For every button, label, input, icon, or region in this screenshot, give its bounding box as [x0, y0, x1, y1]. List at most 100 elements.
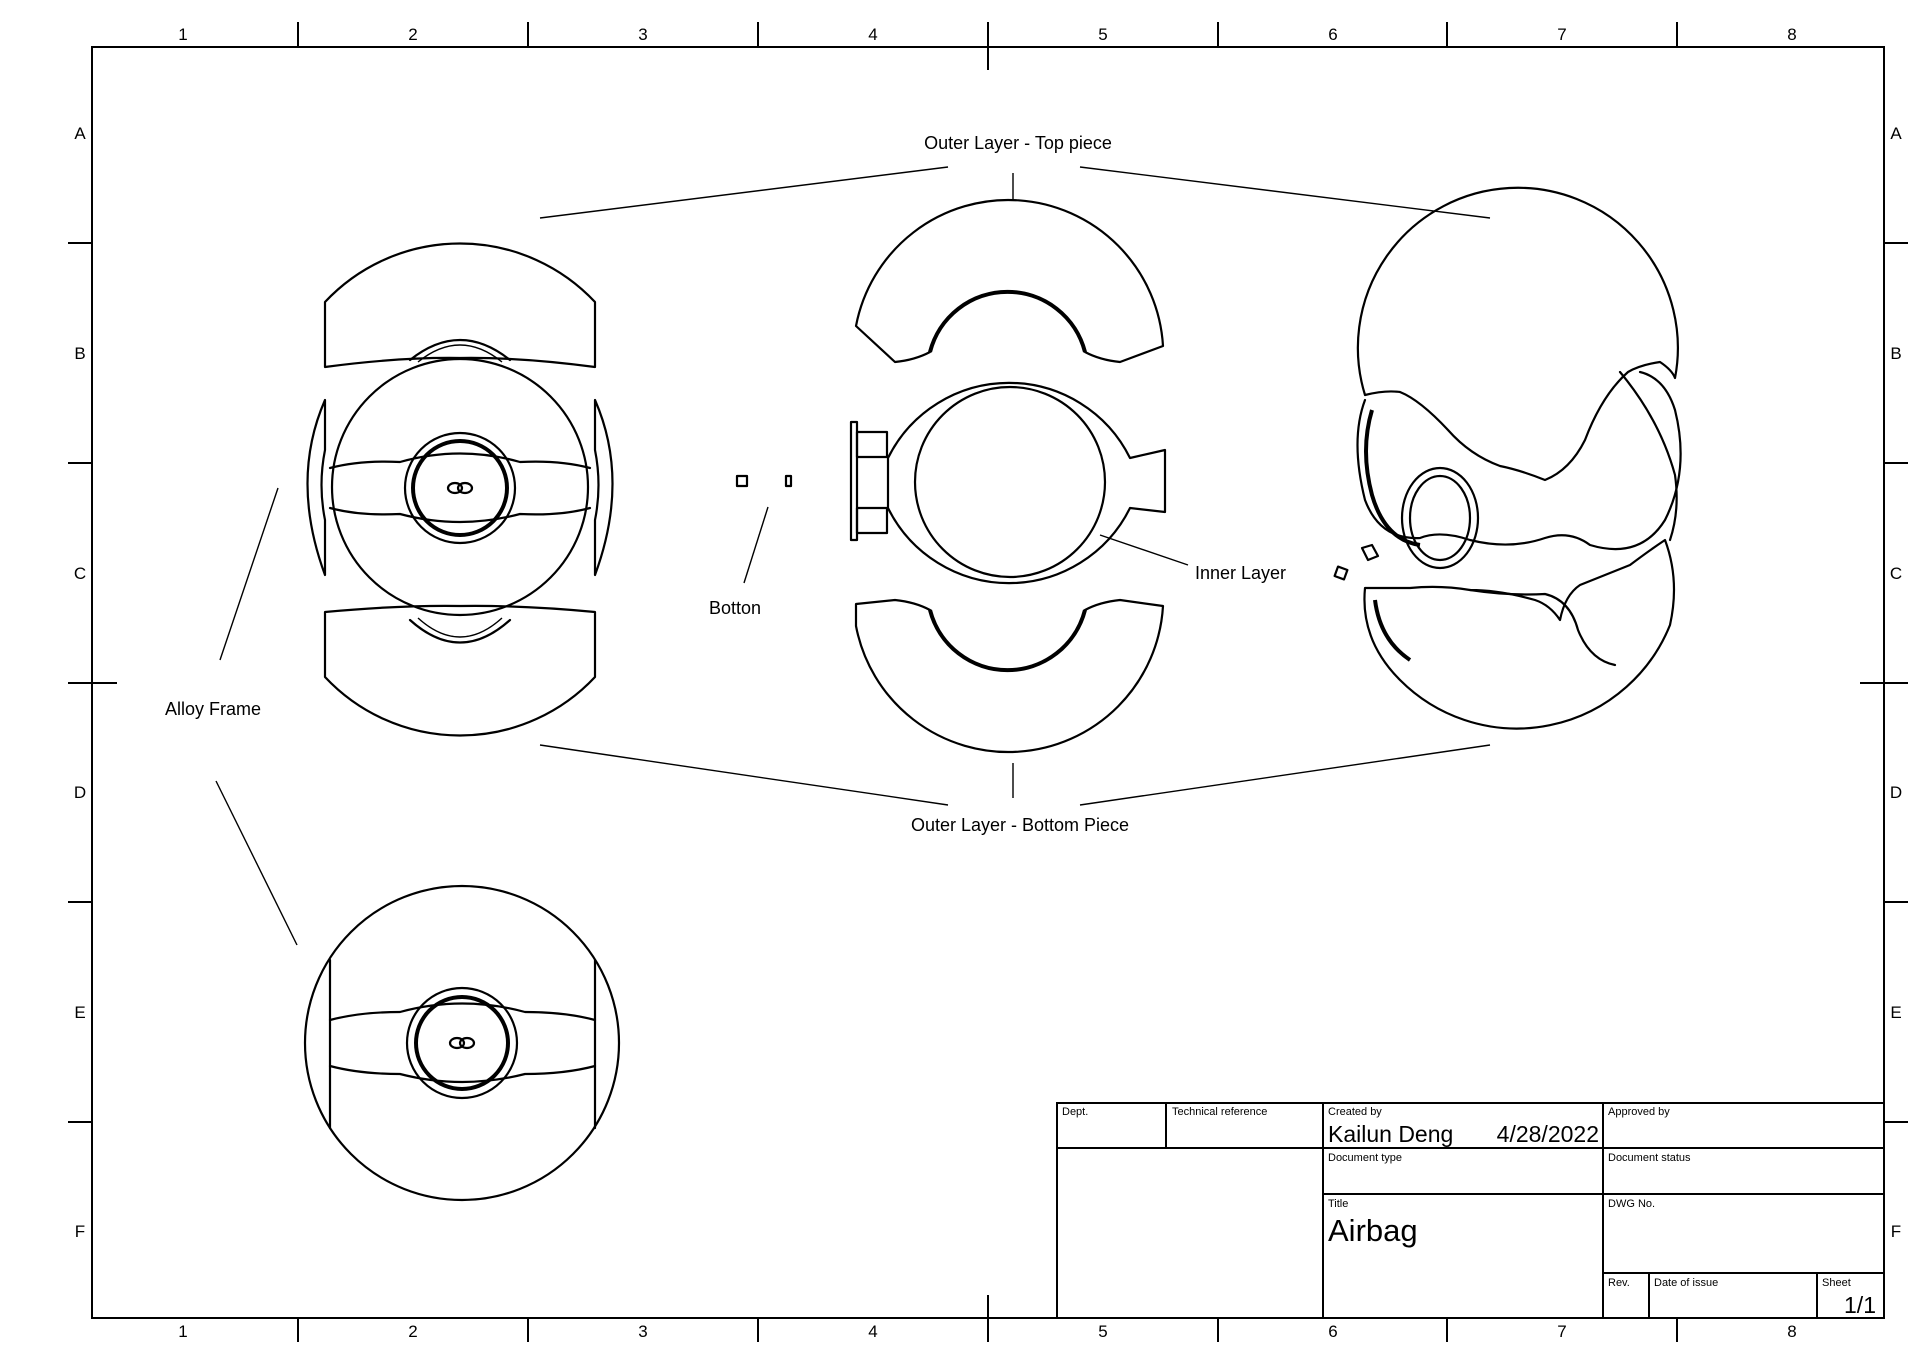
inner-lip-top-2	[417, 344, 503, 363]
spoke-lower	[328, 506, 592, 524]
iso-top-shell	[1356, 186, 1679, 482]
drawing-border	[91, 46, 1885, 1319]
frame-hub	[414, 995, 510, 1091]
iso-botton-loose	[1333, 565, 1349, 581]
column-labels-bottom: 1 2 3 4 5 6 7 8	[178, 1322, 1796, 1341]
tb-sheet-label: Sheet	[1822, 1277, 1851, 1289]
hub-ring	[403, 431, 517, 545]
callout-alloy-frame: Alloy Frame	[165, 699, 261, 719]
leader-lines	[215, 166, 1491, 946]
frame-spoke-upper	[328, 1002, 597, 1022]
middle-section-view	[849, 198, 1167, 754]
tb-created-by-label: Created by	[1328, 1106, 1382, 1118]
spoke-upper	[328, 452, 592, 470]
tb-sheet-value: 1/1	[1844, 1292, 1876, 1318]
hub-outer	[411, 439, 509, 537]
botton-part-b	[784, 474, 793, 488]
col-label: 2	[408, 25, 417, 44]
botton-boss-top	[855, 430, 889, 459]
outer-bottom-piece-front	[323, 604, 597, 737]
outer-bottom-section	[854, 598, 1165, 754]
tb-title-label: Title	[1328, 1198, 1348, 1210]
row-label: C	[1890, 564, 1902, 583]
inner-layer-inner	[913, 385, 1107, 579]
row-label: F	[1891, 1222, 1901, 1241]
row-label: A	[1890, 124, 1902, 143]
tb-doc-type-label: Document type	[1328, 1152, 1402, 1164]
col-label: 8	[1787, 25, 1796, 44]
row-labels-left: A B C D E F	[74, 124, 86, 1241]
right-isometric-view	[1356, 186, 1682, 730]
iso-ring-inner	[1408, 474, 1472, 562]
iso-bottom-rim	[1373, 599, 1412, 662]
row-label: E	[1890, 1003, 1901, 1022]
inner-lip-bottom-2	[417, 617, 503, 638]
row-label: D	[1890, 783, 1902, 802]
callout-botton: Botton	[709, 598, 761, 618]
row-label: D	[74, 783, 86, 802]
column-ticks	[297, 22, 1678, 1342]
row-label: B	[1890, 344, 1901, 363]
tb-dept-label: Dept.	[1062, 1106, 1088, 1118]
col-label: 7	[1557, 1322, 1566, 1341]
col-label: 4	[868, 1322, 877, 1341]
iso-ring-outer	[1400, 466, 1480, 570]
right-wing	[593, 398, 614, 577]
botton-boss-bottom	[855, 506, 889, 535]
left-exploded-view	[306, 242, 614, 737]
iso-rim	[1364, 409, 1421, 547]
row-label: B	[74, 344, 85, 363]
row-label: E	[74, 1003, 85, 1022]
frame-button-b	[458, 1036, 476, 1050]
callout-outer-bottom: Outer Layer - Bottom Piece	[911, 815, 1129, 835]
alloy-frame-view	[303, 884, 621, 1202]
col-label: 6	[1328, 1322, 1337, 1341]
botton-plate	[849, 420, 859, 542]
alloy-frame-circle	[303, 884, 621, 1202]
col-label: 6	[1328, 25, 1337, 44]
tb-dwg-label: DWG No.	[1608, 1198, 1655, 1210]
hub-button-b	[456, 481, 474, 495]
iso-side-panel	[1618, 370, 1678, 542]
tb-doc-status-label: Document status	[1608, 1152, 1691, 1164]
col-label: 8	[1787, 1322, 1796, 1341]
col-label: 3	[638, 1322, 647, 1341]
col-label: 4	[868, 25, 877, 44]
inner-layer-outer	[886, 381, 1167, 585]
tb-created-by-value: Kailun Deng	[1328, 1121, 1453, 1147]
botton-part-a	[735, 474, 749, 488]
hub-button-a	[446, 481, 464, 495]
outer-bottom-inner-edge	[928, 609, 1087, 673]
iso-inner-band	[1356, 370, 1682, 551]
col-label: 1	[178, 25, 187, 44]
tb-rev-label: Rev.	[1608, 1277, 1630, 1289]
outer-top-piece-front	[323, 242, 597, 369]
callout-inner-layer: Inner Layer	[1195, 563, 1286, 583]
iso-bottom-band	[1468, 588, 1617, 667]
row-ticks	[68, 242, 1908, 1123]
tb-tech-ref-label: Technical reference	[1172, 1106, 1267, 1118]
col-label: 2	[408, 1322, 417, 1341]
tb-date-value: 4/28/2022	[1497, 1121, 1599, 1147]
col-label: 1	[178, 1322, 187, 1341]
row-label: C	[74, 564, 86, 583]
col-label: 3	[638, 25, 647, 44]
frame-spoke-lower	[328, 1064, 597, 1084]
iso-bottom-shell	[1363, 538, 1676, 730]
row-label: A	[74, 124, 86, 143]
row-label: F	[75, 1222, 85, 1241]
column-labels-top: 1 2 3 4 5 6 7 8	[178, 25, 1796, 44]
row-labels-right: A B C D E F	[1890, 124, 1902, 1241]
col-label: 5	[1098, 25, 1107, 44]
inner-lip-top	[408, 339, 512, 362]
callout-outer-top: Outer Layer - Top piece	[924, 133, 1112, 153]
outer-top-section	[854, 198, 1165, 364]
col-label: 5	[1098, 1322, 1107, 1341]
alloy-frame-front	[330, 357, 590, 617]
title-block: Dept. Technical reference Created by Kai…	[1056, 1102, 1885, 1319]
tb-approved-by-label: Approved by	[1608, 1106, 1670, 1118]
tb-title-value: Airbag	[1328, 1213, 1418, 1248]
inner-lip-bottom	[408, 618, 512, 644]
iso-botton-part	[1360, 543, 1380, 562]
